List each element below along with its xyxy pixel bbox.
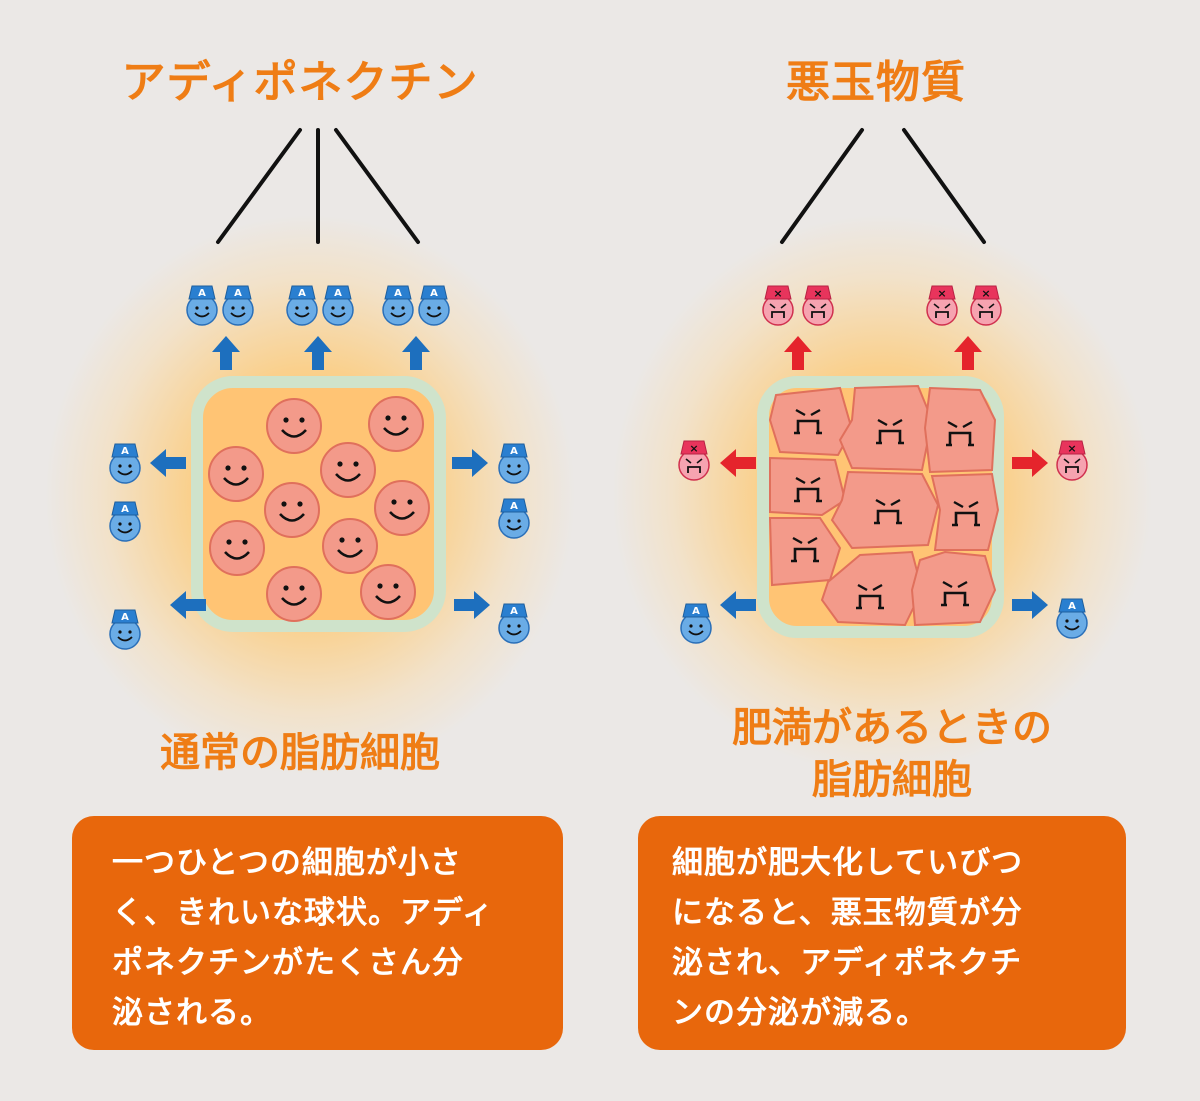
adiponectin-icon — [498, 498, 530, 539]
right-description-box: 細胞が肥大化していびつ になると、悪玉物質が分 泌され、アディポネクチ ンの分泌… — [638, 816, 1126, 1050]
adiponectin-icon — [109, 501, 141, 542]
adiponectin-icon — [109, 443, 141, 484]
adiponectin-icon — [222, 285, 254, 326]
up-arrow-icon — [212, 336, 240, 370]
adiponectin-icon — [286, 285, 318, 326]
right-arrow-icon — [454, 591, 490, 619]
bad-substance-icon — [762, 285, 794, 326]
adiponectin-icon — [109, 609, 141, 650]
left-arrow-icon — [720, 449, 756, 477]
adiponectin-icon — [418, 285, 450, 326]
left-description-line: 泌される。 — [112, 995, 272, 1031]
right-arrow-icon — [452, 449, 488, 477]
right-arrow-icon — [1012, 449, 1048, 477]
normal-fat-cell-panel: アディポネクチン A — [45, 57, 575, 1050]
fat-cell — [359, 563, 417, 621]
adiponectin-icon — [680, 603, 712, 644]
adiponectin-icon — [322, 285, 354, 326]
fat-cell — [367, 395, 425, 453]
bad-substance-icon — [970, 285, 1002, 326]
right-title: 悪玉物質 — [786, 57, 966, 108]
left-title-lines — [216, 128, 420, 244]
right-caption-line: 肥満があるときの — [732, 705, 1052, 751]
right-description-line: になると、悪玉物質が分 — [672, 895, 1023, 931]
fat-cell — [373, 479, 431, 537]
left-arrow-icon — [720, 591, 756, 619]
left-description-line: く、きれいな球状。アディ — [112, 895, 494, 931]
fat-cell — [321, 517, 379, 575]
right-caption: 肥満があるときの 脂肪細胞 — [592, 702, 1192, 806]
enlarged-fat-cell — [768, 517, 842, 587]
bad-substance-icon — [678, 440, 710, 481]
right-caption-line: 脂肪細胞 — [812, 757, 972, 803]
right-description-line: 細胞が肥大化していびつ — [672, 845, 1024, 881]
left-description-box: 一つひとつの細胞が小さ く、きれいな球状。アディ ポネクチンがたくさん分 泌され… — [72, 816, 563, 1050]
adiponectin-icon — [498, 603, 530, 644]
adiponectin-icon — [382, 285, 414, 326]
fat-cell — [265, 565, 323, 623]
obese-fat-cell-panel: 悪玉物質 × A — [600, 0, 1200, 1101]
right-fat-cells — [768, 384, 1000, 627]
fat-cell — [263, 481, 321, 539]
left-arrow-icon — [150, 449, 186, 477]
right-diagram: × A — [678, 128, 1088, 644]
fat-cell — [265, 397, 323, 455]
right-title-lines — [780, 128, 986, 244]
left-title: アディポネクチン — [121, 57, 479, 108]
up-arrow-icon — [784, 336, 812, 370]
right-arrow-icon — [1012, 591, 1048, 619]
left-diagram: A — [109, 128, 530, 650]
bad-substance-icon — [926, 285, 958, 326]
up-arrow-icon — [304, 336, 332, 370]
left-description-line: 一つひとつの細胞が小さ — [112, 845, 462, 881]
adiponectin-icon — [1056, 598, 1088, 639]
right-description-line: ンの分泌が減る。 — [672, 995, 928, 1031]
adiponectin-icon — [186, 285, 218, 326]
fat-cell — [207, 445, 265, 503]
adiponectin-icon — [498, 443, 530, 484]
enlarged-fat-cell — [923, 386, 997, 474]
left-caption: 通常の脂肪細胞 — [160, 730, 440, 776]
enlarged-fat-cell — [910, 550, 997, 627]
right-description-line: 泌され、アディポネクチ — [672, 945, 1023, 981]
fat-cell — [319, 441, 377, 499]
bad-substance-icon — [802, 285, 834, 326]
up-arrow-icon — [402, 336, 430, 370]
enlarged-fat-cell — [838, 384, 934, 472]
up-arrow-icon — [954, 336, 982, 370]
enlarged-fat-cell — [769, 456, 847, 517]
fat-cell — [208, 519, 266, 577]
bad-substance-icon — [1056, 440, 1088, 481]
left-description-line: ポネクチンがたくさん分 — [112, 945, 464, 981]
